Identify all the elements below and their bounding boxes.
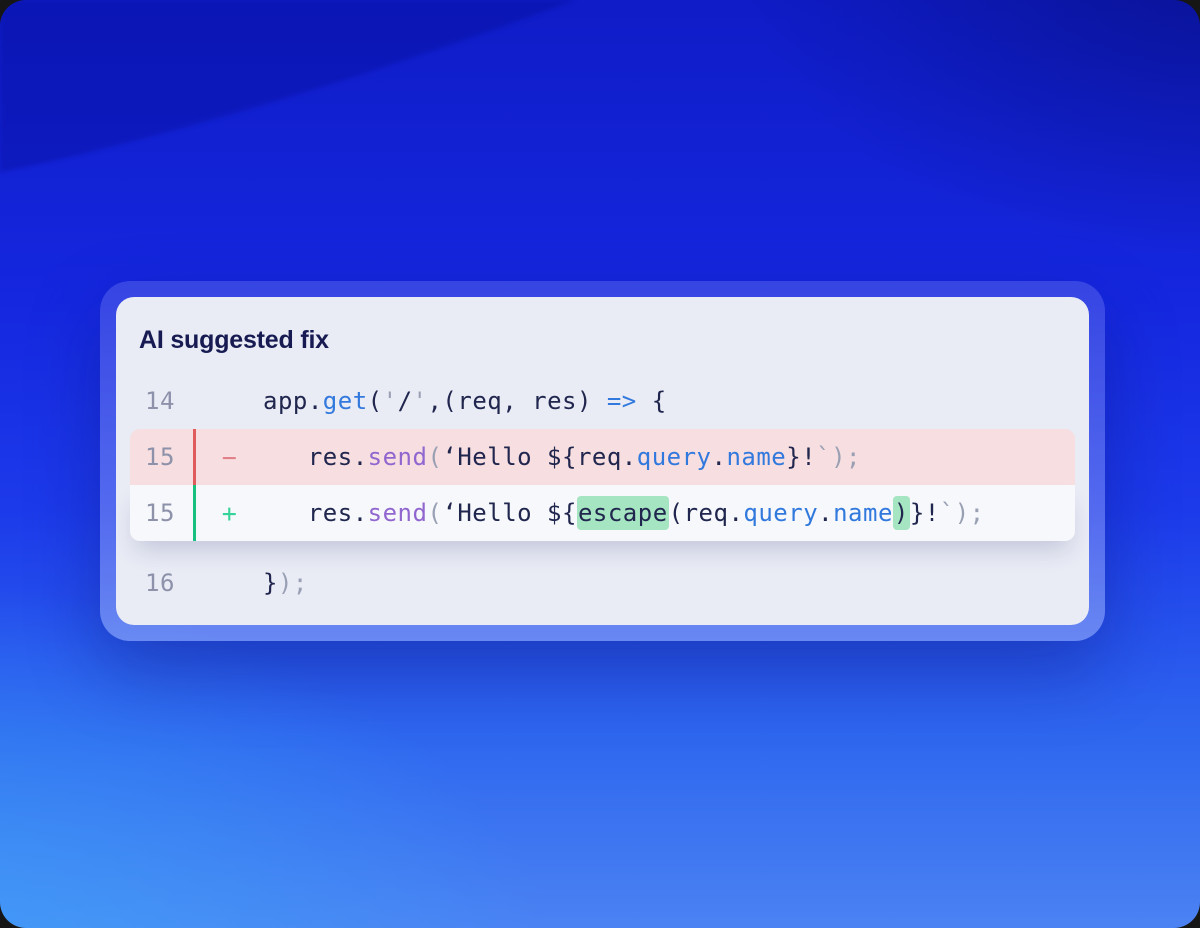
code-line-15-added: 15 + res.send(‘Hello ${escape(req.query.n… (130, 485, 1075, 541)
minus-marker: − (221, 442, 238, 472)
removed-gutter-bar (193, 429, 196, 485)
card-surface: AI suggested fix 14 app.get('/',(req, res… (116, 297, 1089, 625)
line-number: 15 (145, 499, 175, 527)
context-gutter-bar (193, 555, 196, 611)
plus-marker: + (221, 498, 238, 528)
code-text: res.send(‘Hello ${escape(req.query.name)… (263, 496, 1075, 530)
context-gutter-bar (193, 373, 196, 429)
card-title: AI suggested fix (139, 326, 329, 354)
line-number: 15 (145, 443, 175, 471)
code-text: res.send(‘Hello ${req.query.name}!`); (263, 443, 862, 471)
code-line-15-removed: 15 − res.send(‘Hello ${req.query.name}!`)… (130, 429, 1075, 485)
code-line-16-context: 16}); (130, 555, 1075, 611)
added-gutter-bar (193, 485, 196, 541)
code-text: app.get('/',(req, res) => { (263, 387, 667, 415)
ai-suggested-fix-card: AI suggested fix 14 app.get('/',(req, res… (100, 281, 1105, 641)
code-diff: 14 app.get('/',(req, res) => { 15 − res.sen… (130, 373, 1075, 611)
line-number: 16 (145, 569, 175, 597)
background-curve-decoration (0, 0, 575, 172)
code-line-14-context: 14 app.get('/',(req, res) => { (130, 373, 1075, 429)
line-number: 14 (145, 387, 175, 415)
code-text: }); (263, 569, 308, 597)
